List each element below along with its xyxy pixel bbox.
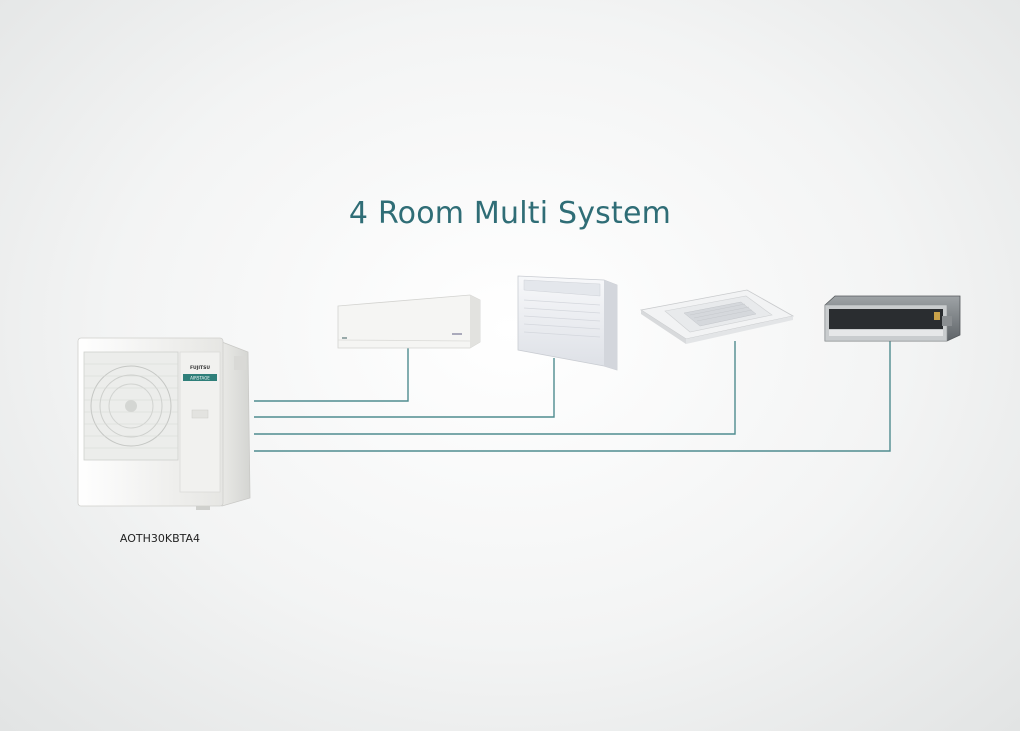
outdoor-unit: FUJITSU AIRSTAGE [77,337,251,510]
pipe-to-wall-unit [254,348,409,402]
outdoor-badge: AIRSTAGE [190,376,210,381]
pipe-lines [254,341,891,452]
outdoor-brand-logo: FUJITSU [190,365,210,371]
floor-console-unit [517,275,618,371]
outdoor-model-label: AOTH30KBTA4 [119,532,201,545]
wall-mounted-unit [337,294,481,349]
cassette-unit [639,289,795,344]
diagram-title: 4 Room Multi System [348,196,672,231]
pipe-to-floor-unit [254,358,555,418]
ducted-unit [824,295,961,342]
pipe-to-ducted-unit [254,341,891,452]
pipe-to-cassette-unit [254,341,736,435]
